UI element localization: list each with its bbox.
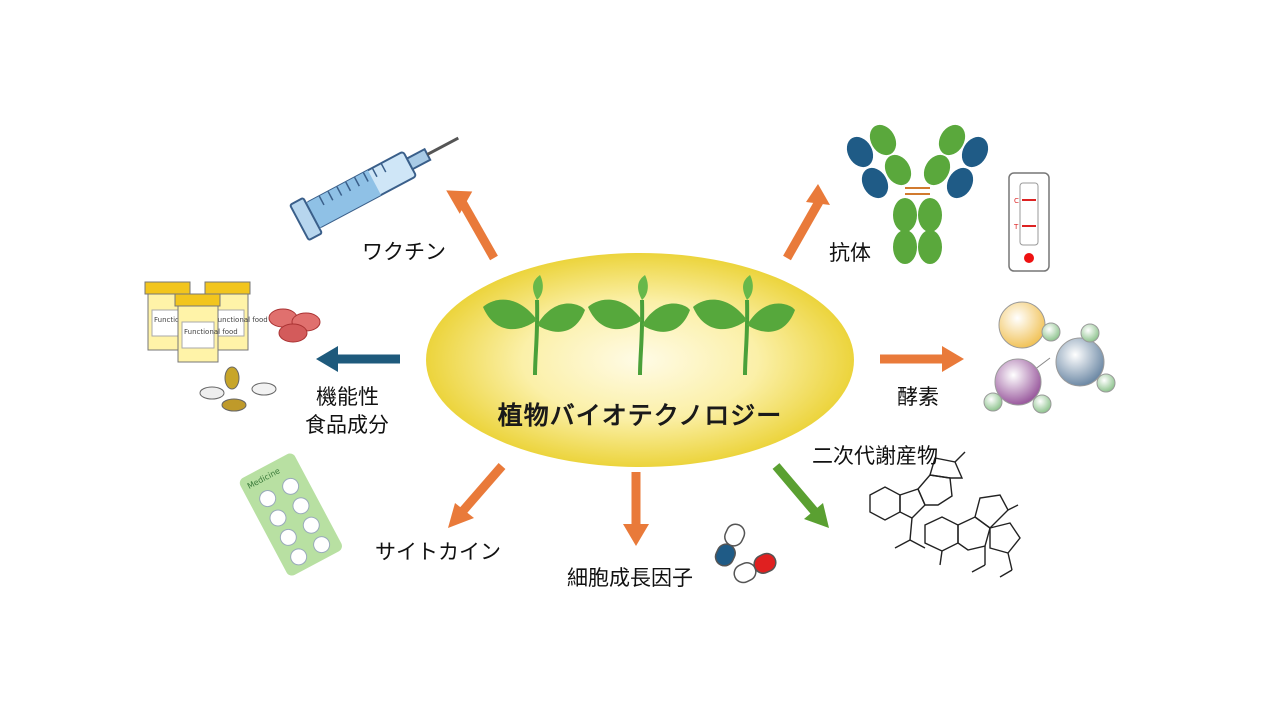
label-functional-food-1: 機能性 bbox=[316, 385, 379, 409]
arrow-cytokine bbox=[448, 463, 506, 528]
plant-icon bbox=[693, 275, 795, 376]
label-secondary-metabolite: 二次代謝産物 bbox=[812, 444, 938, 468]
arrow-growth-factor bbox=[623, 472, 649, 546]
plant-icon bbox=[483, 275, 585, 376]
blister-pack-icon: Medicine bbox=[239, 453, 342, 576]
arrow-antibody bbox=[783, 184, 830, 261]
test-t-text: T bbox=[1013, 223, 1019, 231]
syringe-icon bbox=[289, 136, 459, 241]
center-title: 植物バイオテクノロジー bbox=[497, 401, 783, 430]
antibody-icon bbox=[846, 124, 989, 264]
chemical-structure-icon bbox=[869, 451, 1021, 578]
label-antibody: 抗体 bbox=[829, 241, 871, 265]
food-bottle-label: Functional food bbox=[214, 316, 268, 324]
capsules-icon bbox=[714, 523, 777, 584]
label-functional-food-2: 食品成分 bbox=[305, 413, 389, 437]
test-c-text: C bbox=[1014, 197, 1019, 205]
arrow-vaccine bbox=[446, 190, 498, 261]
label-enzyme: 酵素 bbox=[897, 385, 939, 409]
test-kit-icon: C T bbox=[1008, 172, 1050, 272]
arrow-enzyme bbox=[880, 346, 964, 372]
arrow-functional-food bbox=[316, 346, 400, 372]
arrow-secondary-metabolite bbox=[772, 463, 829, 528]
enzyme-molecule-icon bbox=[983, 301, 1116, 414]
food-bottle-label: Functional food bbox=[184, 328, 238, 336]
label-cytokine: サイトカイン bbox=[375, 540, 501, 564]
supplement-bottles-icon: Functional food Functional food Function… bbox=[144, 281, 268, 363]
label-growth-factor: 細胞成長因子 bbox=[567, 566, 693, 590]
plant-icon bbox=[588, 275, 690, 376]
red-tablets-icon bbox=[268, 308, 321, 343]
label-vaccine: ワクチン bbox=[362, 240, 446, 264]
pills-icon bbox=[199, 366, 277, 412]
